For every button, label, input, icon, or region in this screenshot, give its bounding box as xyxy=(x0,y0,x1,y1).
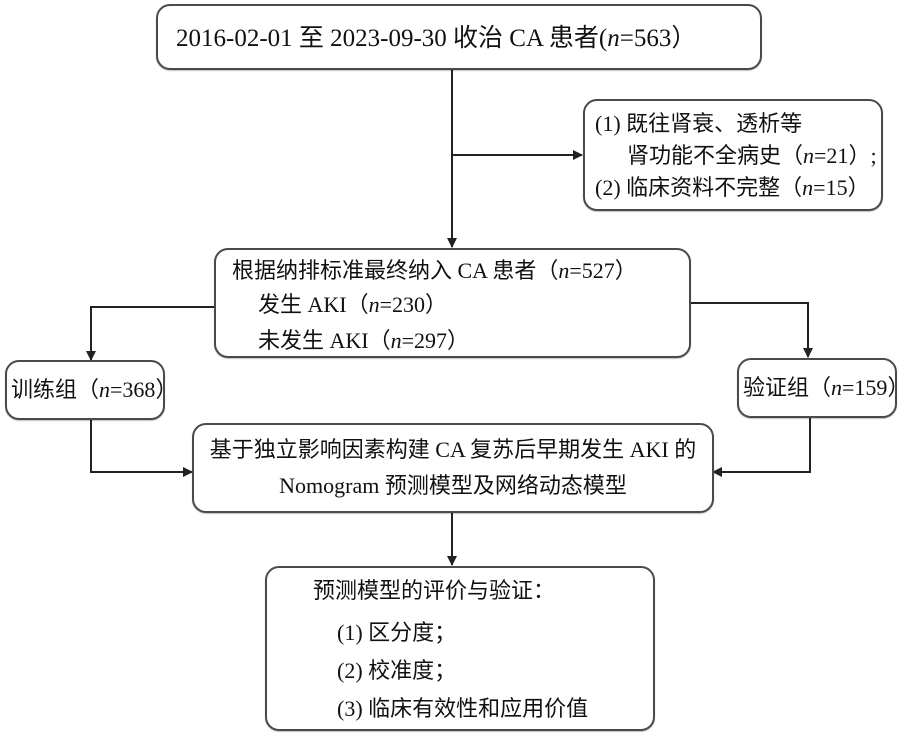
model-line-2: Nomogram 预测模型及网络动态模型 xyxy=(279,473,627,498)
exclusion-line-1: (1) 既往肾衰、透析等 xyxy=(595,111,803,136)
model-box: 基于独立影响因素构建 CA 复苏后早期发生 AKI 的 Nomogram 预测模… xyxy=(192,423,714,513)
evaluation-item: (2) 校准度； xyxy=(337,658,457,683)
evaluation-title: 预测模型的评价与验证： xyxy=(313,578,556,603)
validation-group-box: 验证组（n=159） xyxy=(737,358,901,418)
exclusion-line-3: (2) 临床资料不完整（n=15） xyxy=(595,175,870,200)
evaluation-item: (1) 区分度； xyxy=(337,620,457,645)
included-line-1: 根据纳排标准最终纳入 CA 患者（n=527） xyxy=(232,258,637,283)
included-line-3: 未发生 AKI（n=297） xyxy=(258,328,470,353)
evaluation-item: (3) 临床有效性和应用价值 xyxy=(337,696,589,721)
start-box: 2016-02-01 至 2023-09-30 收治 CA 患者(n=563） xyxy=(156,4,762,70)
model-line-1: 基于独立影响因素构建 CA 复苏后早期发生 AKI 的 xyxy=(209,437,697,462)
arrow-training-to-model xyxy=(90,420,193,477)
included-line-2: 发生 AKI（n=230） xyxy=(258,292,448,317)
exclusion-box: (1) 既往肾衰、透析等 肾功能不全病史（n=21）; (2) 临床资料不完整（… xyxy=(583,99,883,211)
arrow-included-to-validation xyxy=(690,302,813,358)
arrow-included-to-training xyxy=(86,306,215,361)
exclusion-line-2: 肾功能不全病史（n=21）; xyxy=(627,143,877,168)
training-group-text: 训练组（n=368） xyxy=(11,377,178,402)
included-box: 根据纳排标准最终纳入 CA 患者（n=527） 发生 AKI（n=230） 未发… xyxy=(214,248,691,358)
start-text: 2016-02-01 至 2023-09-30 收治 CA 患者(n=563） xyxy=(176,25,697,52)
validation-group-text: 验证组（n=159） xyxy=(743,375,901,400)
training-group-box: 训练组（n=368） xyxy=(5,360,177,420)
evaluation-box: 预测模型的评价与验证： (1) 区分度； (2) 校准度； (3) 临床有效性和… xyxy=(265,566,655,731)
arrow-validation-to-model xyxy=(712,418,811,477)
